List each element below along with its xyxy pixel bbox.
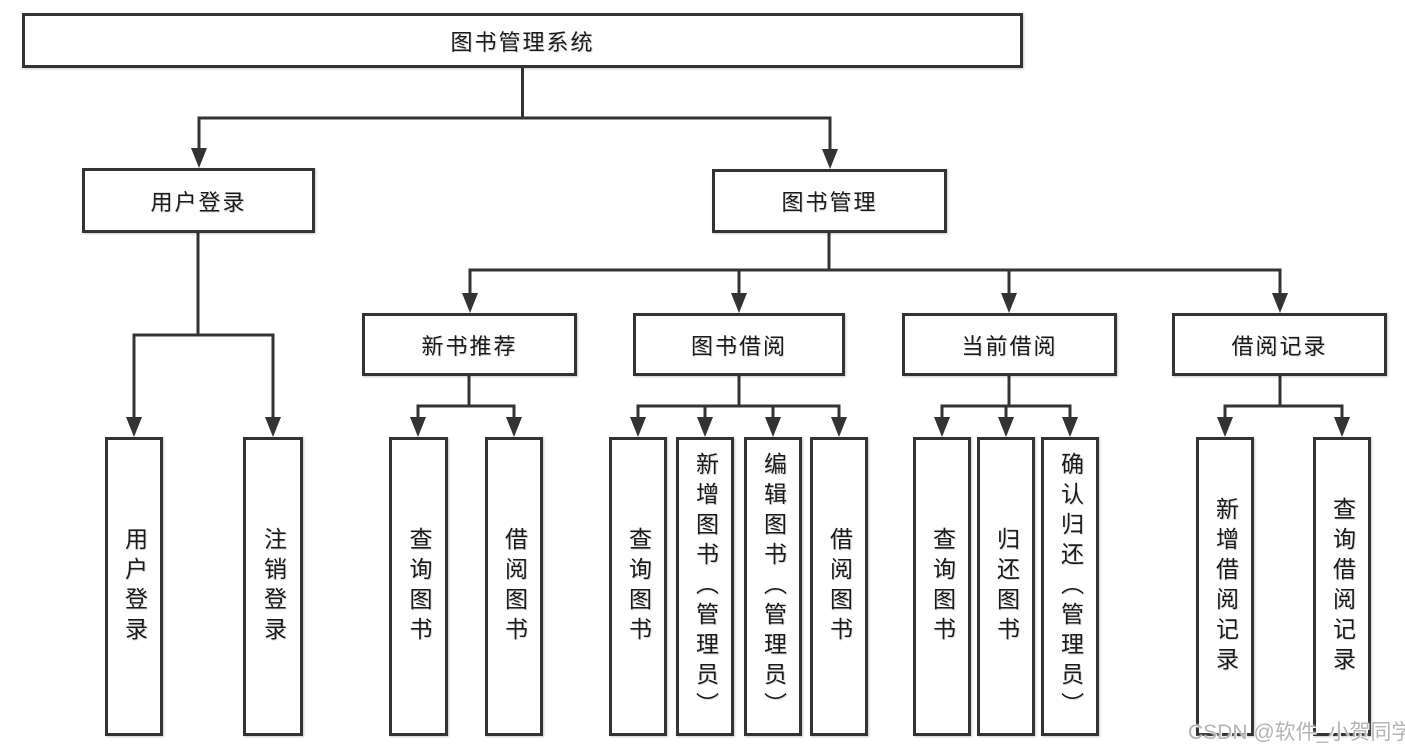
node-label: 新增图书（管理员） <box>692 451 719 722</box>
leaf-newbook-borrow-books: 借阅图书 <box>485 437 543 736</box>
node-label: 新增借阅记录 <box>1212 496 1239 677</box>
leaf-query-borrow-record: 查询借阅记录 <box>1313 437 1371 736</box>
connector-bookborrow-to-leaves <box>630 376 847 437</box>
leaf-add-books-admin: 新增图书（管理员） <box>676 437 734 736</box>
node-current-borrow: 当前借阅 <box>902 313 1117 376</box>
node-label: 当前借阅 <box>961 333 1058 359</box>
leaf-confirm-return-admin: 确认归还（管理员） <box>1041 437 1099 736</box>
node-label: 归还图书 <box>993 526 1020 647</box>
node-label: 图书管理 <box>781 190 878 215</box>
node-label: 借阅图书 <box>826 526 853 647</box>
node-new-book-recommend: 新书推荐 <box>362 313 577 376</box>
node-label: 确认归还（管理员） <box>1057 451 1084 722</box>
leaf-add-borrow-record: 新增借阅记录 <box>1196 437 1254 736</box>
node-label: 用户登录 <box>150 189 247 215</box>
leaf-borrow-query-books: 查询图书 <box>609 437 667 736</box>
connector-userlogin-to-leaves <box>126 233 281 437</box>
node-label: 查询图书 <box>929 526 956 647</box>
node-label: 查询图书 <box>625 526 652 647</box>
connector-root-to-level2 <box>191 68 838 169</box>
node-label: 编辑图书（管理员） <box>760 451 787 722</box>
node-label: 图书借阅 <box>690 333 787 359</box>
node-label: 查询借阅记录 <box>1329 496 1356 677</box>
connector-currentborrow-to-leaves <box>934 376 1078 437</box>
node-label: 图书管理系统 <box>450 29 595 55</box>
connector-borrowrecords-to-leaves <box>1217 376 1350 437</box>
leaf-return-books: 归还图书 <box>977 437 1035 736</box>
leaf-logout: 注销登录 <box>243 437 303 736</box>
leaf-user-login: 用户登录 <box>105 437 163 736</box>
connector-bookmgmt-to-level3 <box>462 233 1288 313</box>
node-label: 借阅图书 <box>501 526 528 647</box>
node-label: 借阅记录 <box>1231 333 1328 359</box>
node-label: 用户登录 <box>121 526 148 647</box>
leaf-newbook-query-books: 查询图书 <box>389 437 448 736</box>
node-label: 查询图书 <box>406 526 432 647</box>
node-root-library-system: 图书管理系统 <box>22 13 1023 68</box>
node-book-borrow: 图书借阅 <box>633 313 845 376</box>
connector-newbookrec-to-leaves <box>410 376 522 437</box>
csdn-watermark: CSDN @软件_小贺同学 <box>1188 721 1405 744</box>
node-label: 注销登录 <box>260 526 287 647</box>
node-label: 新书推荐 <box>421 333 518 359</box>
leaf-edit-books-admin: 编辑图书（管理员） <box>744 437 802 736</box>
leaf-borrow-books: 借阅图书 <box>810 437 868 736</box>
leaf-current-query-books: 查询图书 <box>913 437 971 736</box>
node-user-login: 用户登录 <box>82 168 315 233</box>
node-borrow-records: 借阅记录 <box>1172 313 1387 376</box>
node-book-management: 图书管理 <box>712 169 947 233</box>
